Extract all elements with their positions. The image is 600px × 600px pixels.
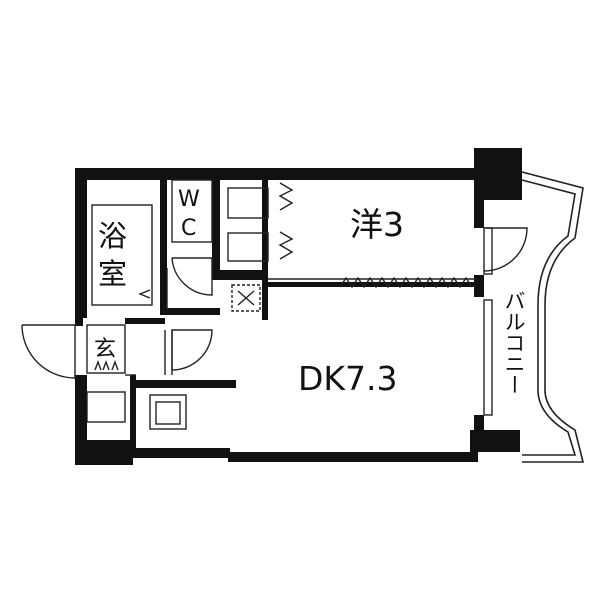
room-label-wc-2: C [181,216,196,241]
room-label-dk: DK7.3 [298,359,398,398]
door-swings [21,227,528,379]
walls [75,148,522,465]
room-label-balcony: バルコニー [502,290,526,395]
room-label-entrance: 玄 [94,337,116,362]
room-label-wc-1: W [178,187,200,212]
room-label-bath-2: 室 [98,257,127,291]
room-label-bath-1: 浴 [98,219,127,253]
detail-lines [86,179,493,430]
balcony-outline [521,171,585,463]
room-label-western: 洋3 [350,205,404,244]
